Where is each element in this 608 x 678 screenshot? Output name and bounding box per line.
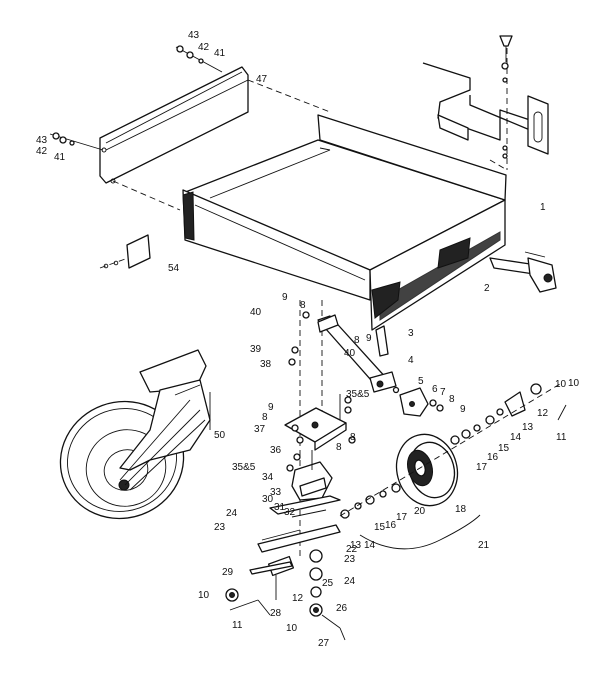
callout-8: 8 — [300, 300, 306, 311]
callout-10: 10 — [555, 379, 567, 390]
callout-17: 17 — [396, 512, 408, 523]
callout-43: 43 — [36, 135, 48, 146]
callout-40: 40 — [344, 348, 356, 359]
callout-54: 54 — [168, 263, 180, 274]
callout-10: 10 — [198, 590, 210, 601]
callout-42: 42 — [36, 146, 48, 157]
callout-24: 24 — [226, 508, 238, 519]
callout-41: 41 — [214, 48, 226, 59]
lower-axle — [225, 524, 341, 617]
callout-33: 33 — [270, 487, 282, 498]
callout-22: 22 — [346, 544, 358, 555]
hitch-bracket-upper — [422, 35, 549, 171]
callout-43: 43 — [188, 30, 200, 41]
callout-13: 13 — [522, 422, 534, 433]
callout-36: 36 — [270, 445, 282, 456]
callout-28: 28 — [270, 608, 282, 619]
caster-fork — [269, 450, 341, 515]
callout-38: 38 — [260, 359, 272, 370]
callout-37: 37 — [254, 424, 266, 435]
callout-21: 21 — [478, 540, 490, 551]
callout-8: 8 — [449, 394, 455, 405]
callout-41: 41 — [54, 152, 66, 163]
callout-16: 16 — [385, 520, 397, 531]
callout-29: 29 — [222, 567, 234, 578]
callout-18: 18 — [455, 504, 467, 515]
callout-17: 17 — [476, 462, 488, 473]
callout-5: 5 — [418, 376, 424, 387]
callout-20: 20 — [414, 506, 426, 517]
callout-7: 7 — [440, 387, 446, 398]
callout-47: 47 — [256, 74, 268, 85]
callout-9: 9 — [268, 402, 274, 413]
callout-11: 11 — [556, 432, 567, 443]
callout-34: 34 — [262, 472, 274, 483]
hardware-top — [175, 45, 223, 73]
callout-15: 15 — [498, 443, 510, 454]
callout-40: 40 — [250, 307, 262, 318]
hardware-left — [49, 132, 104, 151]
misc-hardware — [229, 311, 356, 641]
callout-1: 1 — [540, 202, 546, 213]
callout-25: 25 — [322, 578, 334, 589]
callout-9: 9 — [282, 292, 288, 303]
callout-8: 8 — [262, 412, 268, 423]
callout-35and5: 35&5 — [232, 462, 256, 473]
callout-42: 42 — [198, 42, 210, 53]
callout-32: 32 — [284, 507, 296, 518]
callout-11: 11 — [232, 620, 243, 631]
callout-6: 6 — [432, 384, 438, 395]
callout-50: 50 — [214, 430, 226, 441]
tailgate-panel — [99, 66, 331, 211]
callout-30: 30 — [262, 494, 274, 505]
callout-16: 16 — [487, 452, 499, 463]
callout-4: 4 — [408, 355, 414, 366]
callout-31: 31 — [274, 502, 286, 513]
bracket-54 — [99, 234, 151, 269]
large-wheel-assembly — [59, 349, 211, 520]
callout-14: 14 — [510, 432, 522, 443]
callout-8: 8 — [350, 432, 356, 443]
callout-23: 23 — [214, 522, 226, 533]
tongue-bar — [489, 251, 557, 293]
axle-hardware-right — [339, 383, 567, 550]
callout-9: 9 — [460, 404, 466, 415]
callout-8: 8 — [336, 442, 342, 453]
callout-23: 23 — [344, 554, 356, 565]
callout-24: 24 — [344, 576, 356, 587]
callout-2: 2 — [484, 283, 490, 294]
callout-8: 8 — [354, 335, 360, 346]
callout-15: 15 — [374, 522, 386, 533]
pivot-arm — [317, 314, 397, 393]
callout-13: 13 — [350, 540, 362, 551]
callout-10: 10 — [286, 623, 298, 634]
callout-3: 3 — [408, 328, 414, 339]
caster-plate — [284, 394, 347, 451]
axle-bracket — [392, 386, 444, 417]
dump-bed — [182, 114, 507, 331]
callout-12: 12 — [292, 593, 304, 604]
callout-12: 12 — [537, 408, 549, 419]
callout-9: 9 — [366, 333, 372, 344]
callout-10: 10 — [568, 378, 580, 389]
callout-14: 14 — [364, 540, 376, 551]
callout-27: 27 — [318, 638, 330, 649]
callout-26: 26 — [336, 603, 348, 614]
callout-39: 39 — [250, 344, 262, 355]
callout-35and5: 35&5 — [346, 389, 370, 400]
